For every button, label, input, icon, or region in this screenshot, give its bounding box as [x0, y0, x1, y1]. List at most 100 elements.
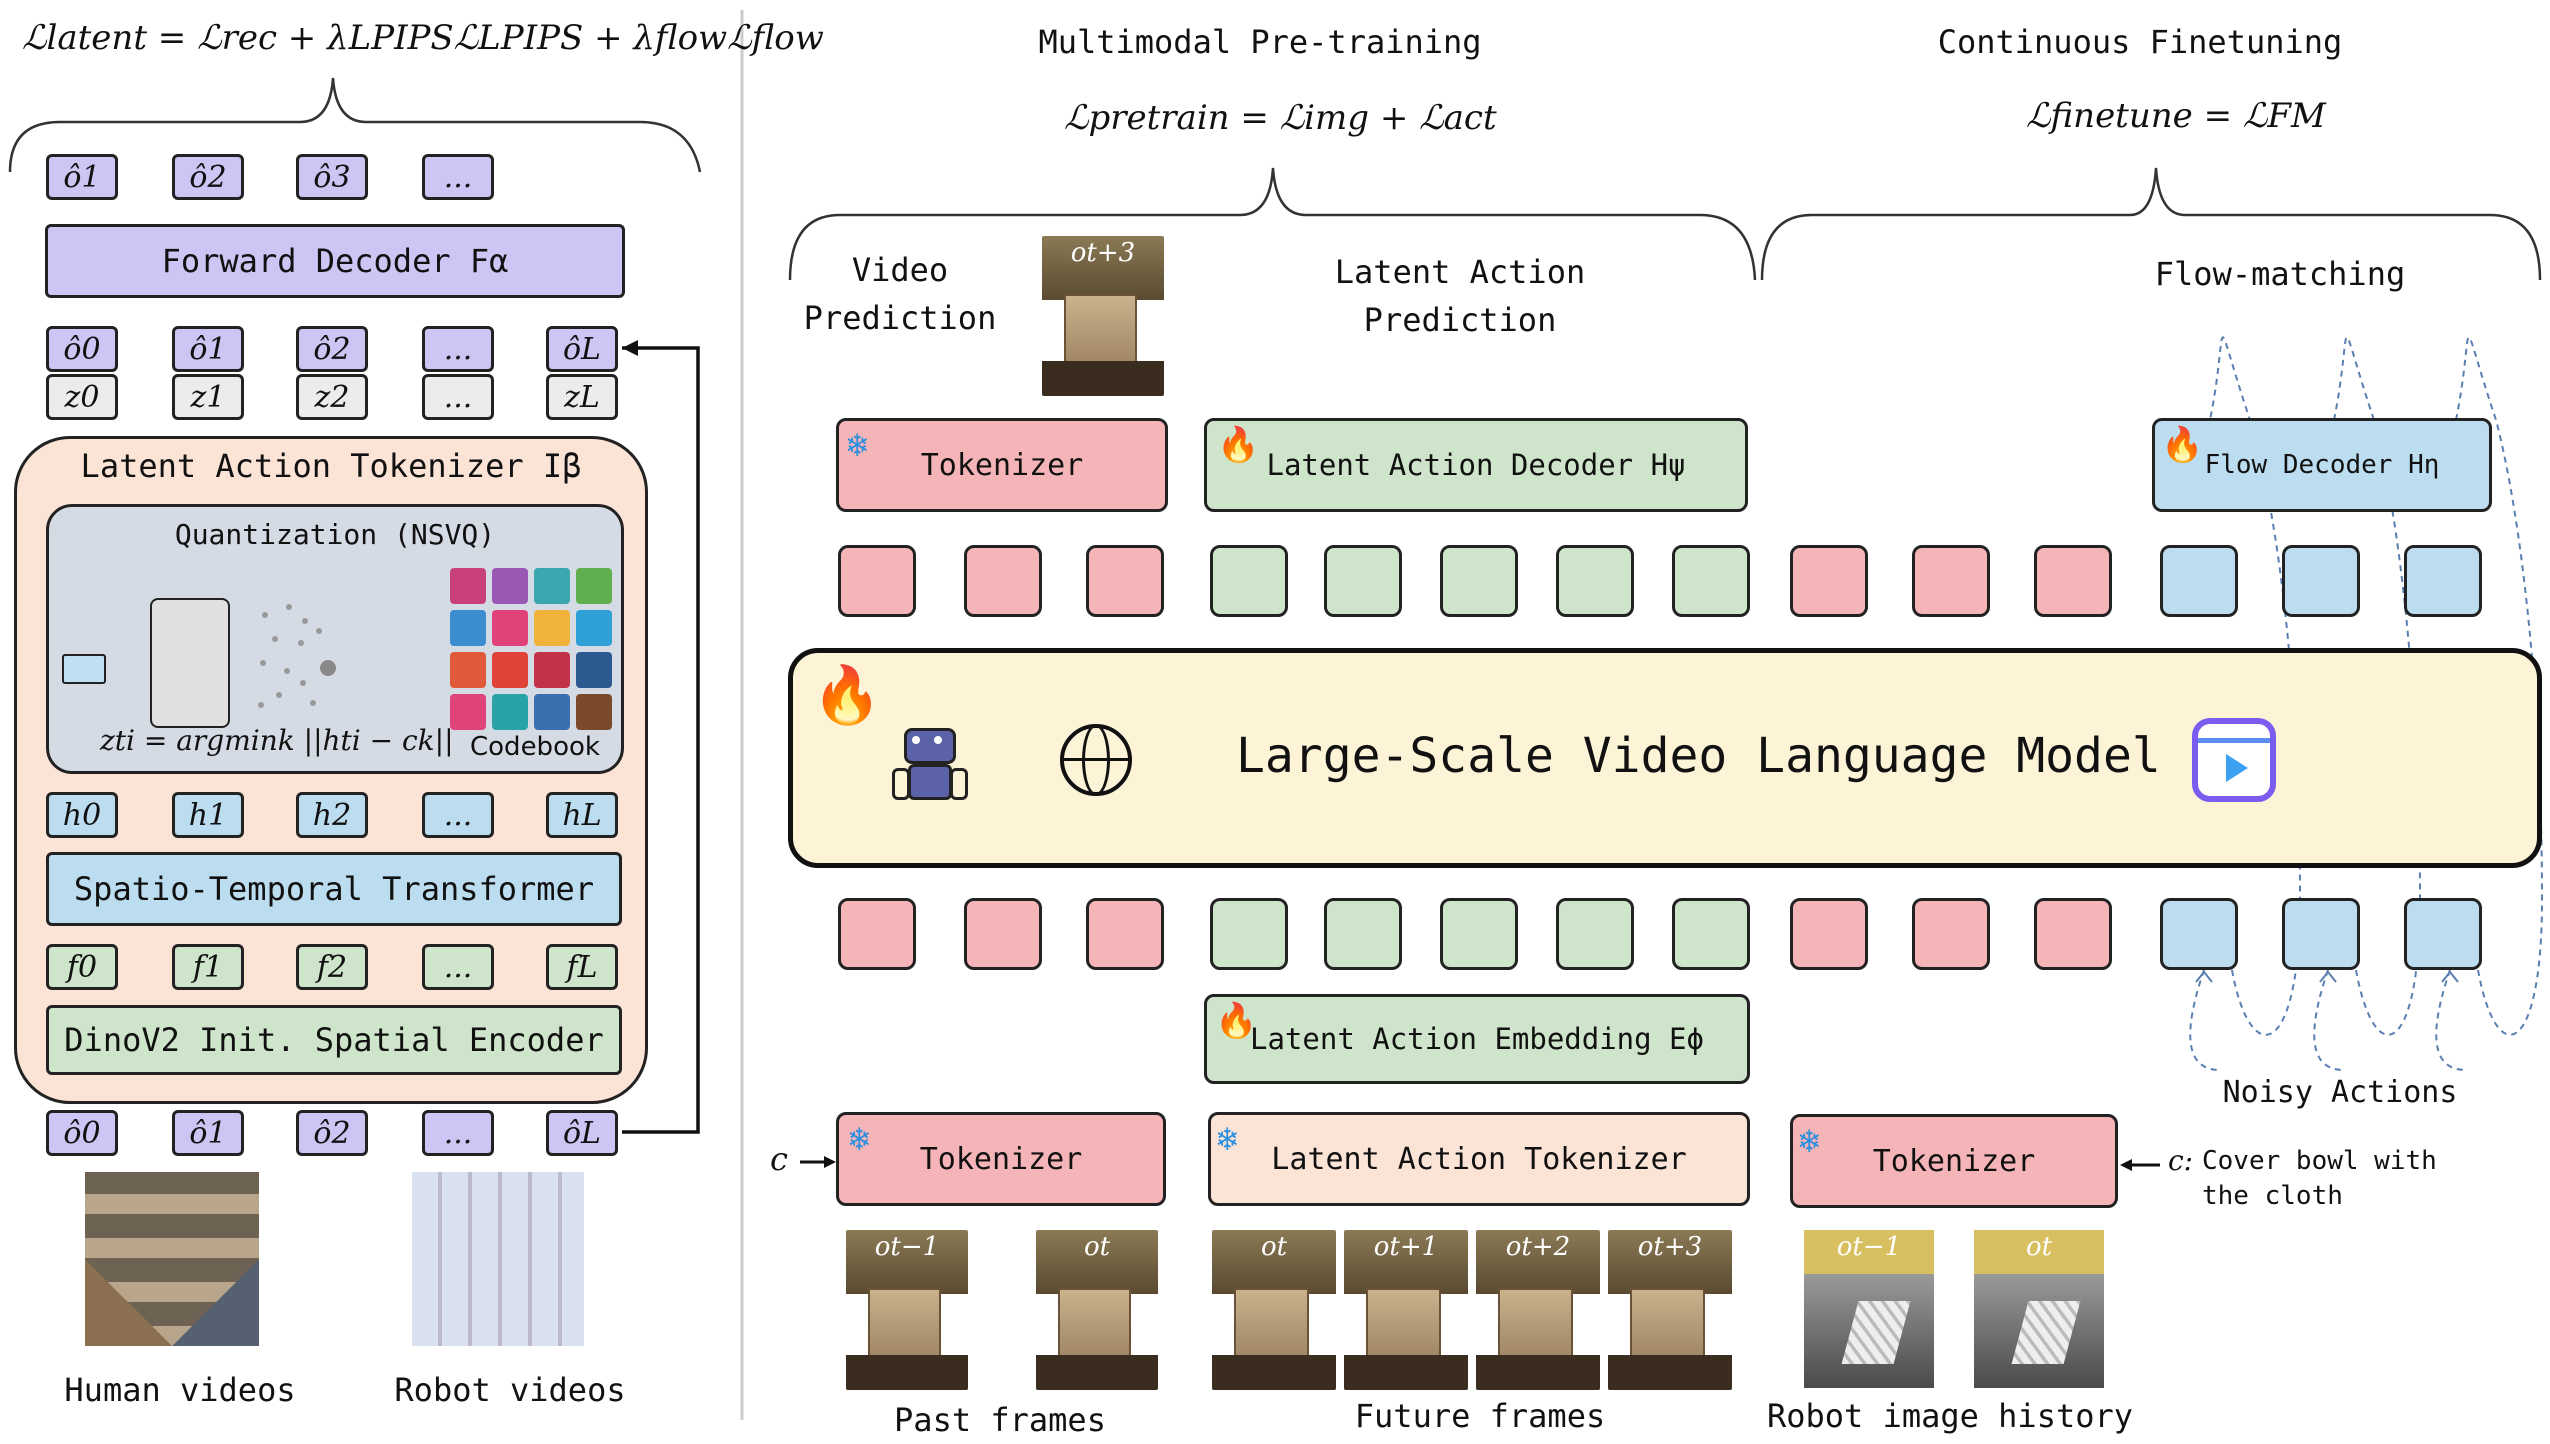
dinov2-spatial-encoder-label: DinoV2 Init. Spatial Encoder [64, 1021, 604, 1059]
selected-dot [320, 660, 336, 676]
codebook-entry [450, 694, 486, 730]
output-token: ô1 [46, 154, 118, 200]
fire-icon: 🔥 [1217, 425, 1260, 465]
tokenizer-bottom-right-label: Tokenizer [1872, 1143, 2036, 1179]
image-token [1086, 898, 1164, 970]
reconstruction-token: ô1 [172, 326, 244, 372]
latent-action-decoder-label: Latent Action Decoder Hψ [1266, 448, 1686, 482]
fire-icon: 🔥 [2161, 425, 2204, 465]
frame-label: ot+1 [1373, 1232, 1439, 1262]
latent-action-embedding-label: Latent Action Embedding Eϕ [1250, 1022, 1704, 1056]
flow-decoder-label: Flow Decoder Hη [2204, 450, 2440, 480]
tokenizer-bottom-right: ❄ Tokenizer [1790, 1114, 2118, 1208]
latent-action-tokenizer: ❄ Latent Action Tokenizer [1208, 1112, 1750, 1206]
encoder-block-icon [150, 598, 230, 728]
action-token [2282, 545, 2360, 617]
human-videos-image [85, 1172, 259, 1346]
codebook-label: Codebook [470, 732, 600, 762]
latent-z-token: z0 [46, 374, 118, 420]
codebook-entry [534, 568, 570, 604]
scatter-dot [300, 680, 306, 686]
quantization-title: Quantization (NSVQ) [174, 518, 496, 551]
robot-videos-image [412, 1172, 584, 1346]
snowflake-icon: ❄ [847, 425, 868, 465]
frame-label: ot−1 [1836, 1232, 1902, 1262]
input-vector-icon [62, 654, 106, 684]
quantization-formula: zti = argmink ||hti − ck|| [100, 724, 454, 757]
predicted-frame-label: ot+3 [1070, 238, 1136, 268]
action-token [2404, 545, 2482, 617]
scatter-dot [298, 640, 304, 646]
scatter-dot [276, 692, 282, 698]
frame-label: ot−1 [874, 1232, 940, 1262]
feature-f-token: ... [422, 944, 494, 990]
frame-label: ot+3 [1637, 1232, 1703, 1262]
codebook-entry [492, 652, 528, 688]
hidden-h-token: h1 [172, 792, 244, 838]
frame-label: ot+2 [1505, 1232, 1571, 1262]
frame-image: ot+3 [1608, 1230, 1732, 1390]
codebook-entry [576, 694, 612, 730]
robot-history-label: Robot image history [1766, 1397, 2134, 1435]
noisy-actions-label: Noisy Actions [2222, 1075, 2458, 1110]
spatio-temporal-transformer-label: Spatio-Temporal Transformer [73, 870, 595, 908]
image-token [1790, 545, 1868, 617]
image-token [2034, 898, 2112, 970]
tokenizer-top-label: Tokenizer [920, 447, 1084, 483]
pretrain-title: Multimodal Pre-training [1038, 23, 1482, 61]
human-videos-label: Human videos [64, 1371, 296, 1409]
robot-icon [892, 718, 968, 808]
tokenizer-bottom-left: ❄ Tokenizer [836, 1112, 1166, 1206]
latent-loss-formula: ℒlatent = ℒrec + λLPIPSℒLPIPS + λflowℒfl… [22, 18, 824, 58]
pretrain-loss: ℒpretrain = ℒimg + ℒact [1064, 98, 1497, 138]
input-token: ô1 [172, 1110, 244, 1156]
codebook-entry [576, 568, 612, 604]
input-token: ... [422, 1110, 494, 1156]
latent-z-token: zL [546, 374, 618, 420]
codebook-entry [534, 652, 570, 688]
predicted-frame-image: ot+3 [1042, 236, 1164, 396]
snowflake-icon: ❄ [1799, 1121, 1820, 1161]
latent-action-tokenizer-title: Latent Action Tokenizer Iβ [80, 447, 582, 485]
feature-f-token: fL [546, 944, 618, 990]
frame-label: ot [1260, 1232, 1288, 1262]
video-play-icon [2192, 718, 2276, 802]
forward-decoder-label: Forward Decoder Fα [161, 242, 509, 280]
past-frames-label: Past frames [894, 1401, 1106, 1439]
dinov2-spatial-encoder: DinoV2 Init. Spatial Encoder [46, 1005, 622, 1075]
finetune-loss: ℒfinetune = ℒFM [2026, 96, 2326, 136]
feature-f-token: f1 [172, 944, 244, 990]
action-token [2404, 898, 2482, 970]
robot-frame-image: ot−1 [1804, 1230, 1934, 1388]
codebook-entry [534, 610, 570, 646]
codebook-entry [450, 610, 486, 646]
hidden-h-token: ... [422, 792, 494, 838]
finetune-title: Continuous Finetuning [1937, 23, 2343, 61]
feature-f-token: f2 [296, 944, 368, 990]
latent-action-decoder: 🔥 Latent Action Decoder Hψ [1204, 418, 1748, 512]
latent-action-token [1672, 545, 1750, 617]
latent-z-token: z1 [172, 374, 244, 420]
frame-label: ot [1083, 1232, 1111, 1262]
action-token [2160, 545, 2238, 617]
spatio-temporal-transformer: Spatio-Temporal Transformer [46, 852, 622, 926]
tokenizer-top: ❄ Tokenizer [836, 418, 1168, 512]
scatter-dot [272, 636, 278, 642]
latent-action-prediction-label: Latent Action Prediction [1334, 253, 1586, 339]
robot-frame-image: ot [1974, 1230, 2104, 1388]
frame-image: ot [1212, 1230, 1336, 1390]
frame-label: ot [2025, 1232, 2053, 1262]
reconstruction-token: ... [422, 326, 494, 372]
image-token [1086, 545, 1164, 617]
reconstruction-token: ôL [546, 326, 618, 372]
output-token: ... [422, 154, 494, 200]
latent-action-token [1440, 545, 1518, 617]
action-token [2160, 898, 2238, 970]
hidden-h-token: hL [546, 792, 618, 838]
scatter-dot [310, 700, 316, 706]
video-prediction-label: Video Prediction [803, 251, 997, 337]
codebook-entry [492, 694, 528, 730]
action-token [2282, 898, 2360, 970]
frame-image: ot+2 [1476, 1230, 1600, 1390]
image-token [2034, 545, 2112, 617]
